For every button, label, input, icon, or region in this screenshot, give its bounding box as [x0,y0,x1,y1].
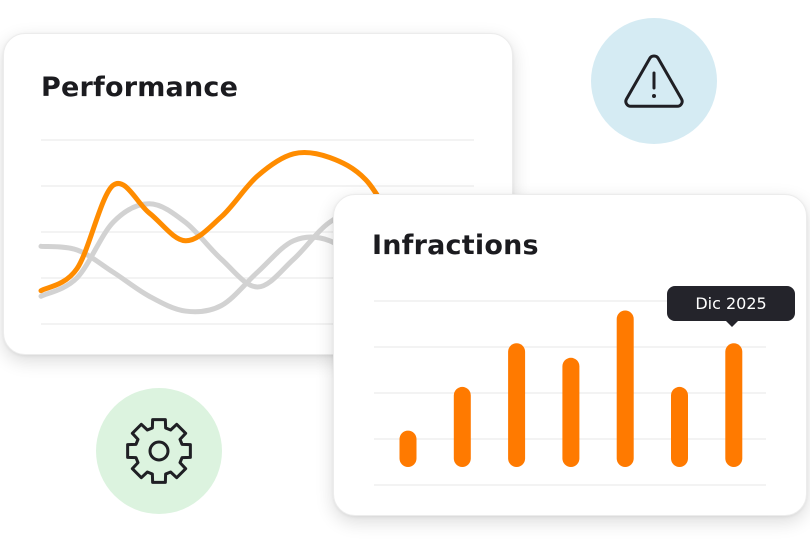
alert-badge[interactable] [591,18,717,144]
infractions-card: Infractions [333,194,807,516]
tooltip-arrow [725,320,739,327]
gear-outline [126,418,192,484]
infractions-bar-3[interactable] [562,357,580,467]
infractions-bar-5[interactable] [671,386,688,467]
infractions-bar-0[interactable] [399,430,417,467]
infractions-bar-2[interactable] [508,343,526,467]
chart-tooltip: Dic 2025 [667,286,795,321]
infractions-chart [374,300,766,486]
infractions-title: Infractions [372,230,539,261]
gear-icon [126,418,192,484]
settings-badge[interactable] [96,388,222,514]
infractions-bar-4[interactable] [616,310,634,467]
warning-triangle-icon [624,54,684,108]
infractions-bar-1[interactable] [453,386,471,467]
infractions-bar-6[interactable] [725,343,743,467]
performance-title: Performance [41,72,239,103]
gear-hub [148,440,170,462]
